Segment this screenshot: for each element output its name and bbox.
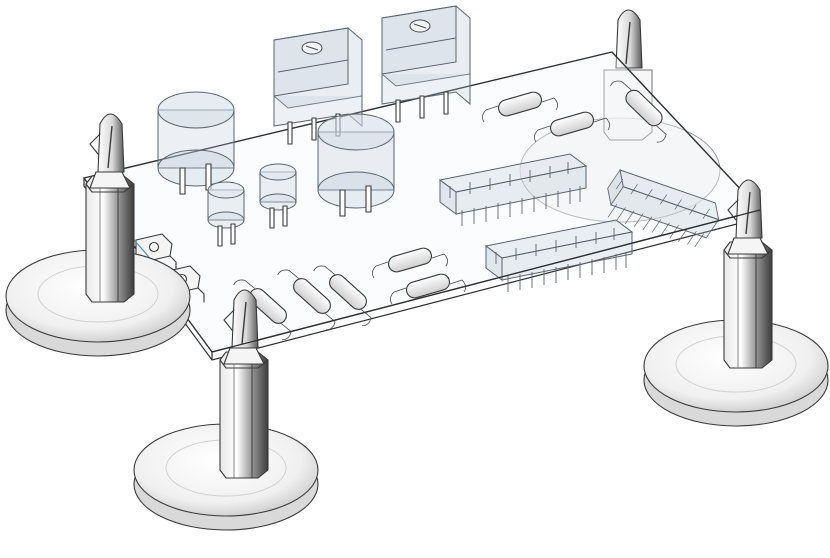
electrolytic-capacitor-1 xyxy=(157,91,235,195)
pcb-front-edge xyxy=(211,209,761,353)
electrolytic-capacitor-2 xyxy=(317,113,395,217)
